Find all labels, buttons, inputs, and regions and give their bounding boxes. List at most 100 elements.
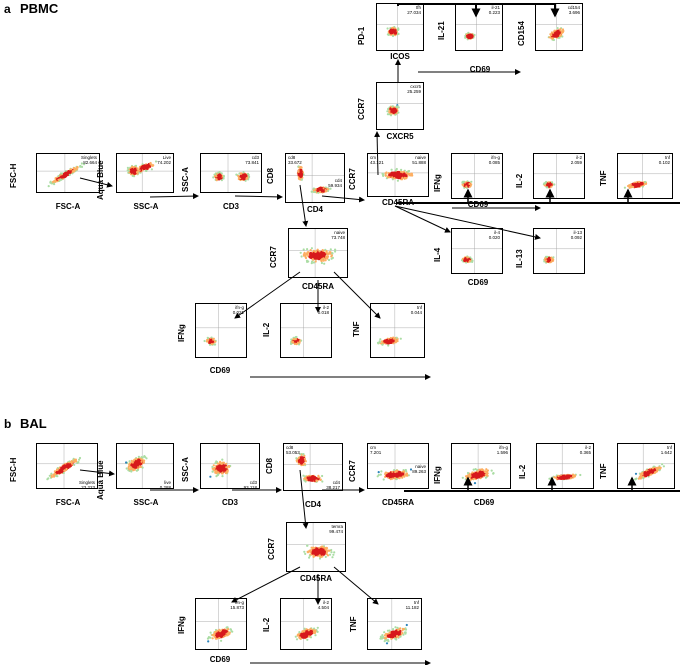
event-dot [325,251,328,254]
event-dot [307,632,311,636]
event-dot [469,35,474,39]
event-dot [303,550,306,553]
event-dot [391,470,394,473]
event-dot [393,469,396,472]
event-dot [561,28,565,31]
event-dot [309,255,313,259]
event-dot [385,471,388,474]
event-dot [470,183,473,186]
event-dot [553,183,556,186]
event-dot [641,471,644,475]
event-dot [314,250,317,253]
event-dot [303,454,306,457]
event-dot [473,33,476,37]
density-cloud [456,4,502,50]
event-dot [53,183,56,186]
event-dot [130,470,133,473]
event-dot [330,257,333,260]
gate-lines [368,599,421,649]
event-dot [552,31,555,34]
plot-b-cd3: cd3 93.118 [200,443,260,489]
event-dot [561,30,564,33]
gate-lines [371,304,424,357]
event-dot [480,468,483,471]
event-dot [391,105,394,108]
ylabel-a-ccr7: CCR7 [348,168,357,190]
gate-b-naive: naive 89.263 [412,464,426,474]
event-dot [314,550,318,554]
event-dot [409,174,413,177]
event-dot [389,336,392,340]
xlabel-a-cd45ra: CD45RA [381,198,415,207]
density-cloud [368,444,428,488]
event-dot [473,482,477,485]
event-dot [131,461,134,464]
event-dot [544,257,547,260]
event-dot [388,633,392,638]
event-dot [53,470,56,473]
event-dot [404,174,408,178]
event-dot [391,477,394,480]
event-dot [210,342,214,346]
event-dot [207,640,210,643]
ylabel-b-ccr7: CCR7 [348,460,357,482]
event-dot [650,470,654,474]
gate-lines [201,154,261,192]
gate-a-tfh: tfh 27.034 [407,5,421,15]
plot-a-ccr7-cd4: cm 43.121 naive 51.888 [367,153,429,197]
gate-a-cd8tnf: tnf 0.044 [410,305,422,315]
event-dot [83,163,86,166]
event-dot [558,476,563,480]
event-dot [301,630,304,633]
ylabel-b-cd8: CD8 [265,457,274,474]
event-dot [73,459,76,463]
density-cloud [196,304,246,357]
event-dot [393,630,398,634]
event-dot [304,552,307,555]
event-dot [397,629,400,632]
event-dot [125,461,128,464]
event-dot [399,170,402,173]
event-dot [401,632,404,635]
event-dot [326,554,330,557]
gate-b-cd3: cd3 93.118 [243,480,257,489]
event-dot [220,179,223,182]
event-dot [299,458,303,462]
plot-b-il2: il-2 0.365 [536,443,594,489]
plot-a-il21: il-21 0.223 [455,3,503,51]
gate-lines [452,444,510,488]
event-dot [409,468,413,471]
ylabel-b-fsch: FSC-H [9,457,18,482]
gate-a-tnf: tnf 0.102 [658,155,670,165]
gate-lines [284,444,342,490]
event-dot [410,172,413,175]
event-dot [381,343,384,346]
event-dot [391,176,394,179]
event-dot [220,462,223,466]
density-cloud [452,229,502,273]
density-cloud [618,154,672,198]
event-dot [244,179,247,182]
event-dot [472,478,475,481]
event-dot [131,165,134,168]
event-dot [136,167,139,171]
density-cloud [37,444,97,488]
event-dot [311,190,314,193]
gate-a-cd4: cd4 59.934 [328,178,342,188]
ylabel-a-il21: IL-21 [437,21,446,40]
event-dot [634,472,638,475]
event-dot [303,627,306,630]
event-dot [468,259,472,262]
event-dot [623,186,626,189]
event-dot [380,470,383,473]
event-dot [320,261,323,265]
event-dot [638,180,641,183]
event-dot [73,463,76,466]
event-dot [380,637,383,640]
xlabel-a-cd69: CD69 [467,200,489,209]
density-cloud [534,229,584,273]
event-dot [396,626,399,629]
event-dot [327,258,331,262]
event-dot [389,114,393,117]
ylabel-b-cd8-tnf: TNF [349,616,358,632]
